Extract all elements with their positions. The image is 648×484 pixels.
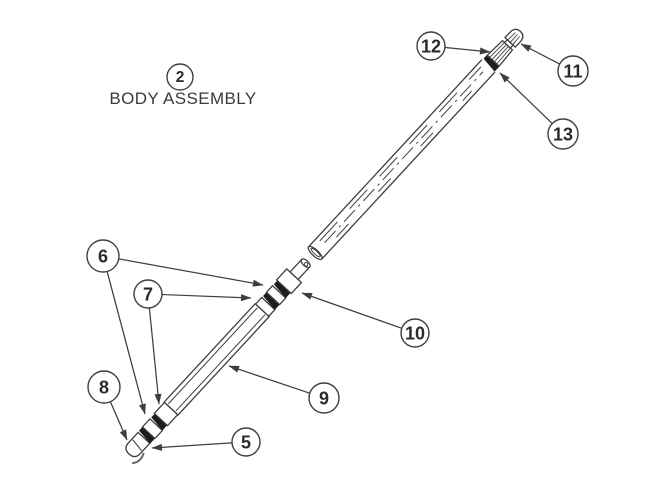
connector-stub-bore — [303, 261, 309, 267]
centerline — [324, 71, 484, 244]
leader-line-11 — [520, 43, 560, 65]
callout-12: 12 — [416, 31, 446, 61]
callout-circle-2 — [166, 63, 194, 91]
coupling-step — [254, 296, 276, 318]
callout-2: 2 — [166, 63, 194, 91]
callout-bubbles: 2 5 6 7 8 9 10 11 12 13 — [86, 31, 589, 457]
callout-circle-12 — [416, 31, 446, 61]
o-ring-lower-2 — [151, 412, 168, 431]
callout-number-6: 6 — [98, 247, 108, 267]
callout-circle-13 — [547, 118, 579, 150]
knurled-grip — [486, 39, 514, 68]
knurl-line — [507, 32, 516, 40]
shaft-assembly — [125, 28, 524, 465]
upper-body-tube-wall-line — [335, 90, 472, 238]
callout-13: 13 — [547, 118, 579, 150]
leader-line-9 — [228, 365, 310, 394]
knurl-line — [489, 42, 505, 58]
lower-body-tube-wall-line — [175, 314, 266, 412]
o-ring-mid-2 — [273, 279, 291, 298]
callout-11: 11 — [557, 55, 589, 87]
callout-circle-10 — [400, 318, 430, 348]
o-ring-lower-1 — [139, 425, 155, 444]
callout-9: 9 — [308, 382, 340, 414]
leader-line-6 — [106, 271, 146, 415]
leader-line-10 — [301, 292, 402, 329]
callout-number-10: 10 — [405, 324, 425, 344]
upper-body-tube-wall-line — [319, 66, 482, 242]
tip-cap-seam — [132, 439, 143, 452]
callout-5: 5 — [231, 427, 261, 457]
callout-number-5: 5 — [241, 433, 251, 453]
callout-number-13: 13 — [553, 125, 573, 145]
lower-body-tube — [163, 302, 271, 416]
upper-body-tube-open-end — [307, 245, 323, 261]
leader-line-8 — [109, 401, 128, 441]
callout-number-9: 9 — [319, 389, 329, 409]
tip-shadow-mark — [131, 452, 145, 465]
tip-cap — [125, 431, 151, 458]
leader-line-13 — [499, 72, 553, 124]
knurl-line — [496, 48, 511, 64]
upper-body-tube — [308, 59, 496, 260]
upper-body-tube-bore — [310, 247, 321, 258]
callout-number-11: 11 — [563, 62, 582, 82]
coupling-ring — [265, 284, 287, 306]
callout-8: 8 — [87, 370, 121, 404]
leader-line-6 — [119, 258, 264, 287]
callout-circle-8 — [87, 370, 121, 404]
callout-circle-5 — [231, 427, 261, 457]
callout-circle-6 — [86, 239, 120, 273]
knurl-line — [494, 46, 509, 62]
assembly-title: BODY ASSEMBLY — [109, 89, 256, 108]
lower-body-tube-wall-line — [167, 307, 258, 405]
callout-circle-11 — [557, 55, 589, 87]
leader-line-5 — [151, 442, 232, 451]
callout-number-8: 8 — [99, 378, 109, 398]
tip-collar — [141, 417, 164, 440]
knurl-line — [510, 34, 518, 43]
callout-7: 7 — [133, 279, 163, 309]
knurl-line — [512, 36, 520, 45]
callout-circle-7 — [133, 279, 163, 309]
leader-line-7 — [148, 308, 162, 405]
knurl-line — [492, 44, 507, 60]
callout-number-12: 12 — [421, 37, 441, 57]
callout-6: 6 — [86, 239, 120, 273]
leader-lines — [106, 43, 560, 451]
callout-number-2: 2 — [176, 69, 185, 86]
leader-line-7 — [162, 293, 252, 302]
leader-line-12 — [445, 46, 491, 55]
o-ring-upper — [483, 53, 500, 72]
callout-10: 10 — [400, 318, 430, 348]
callout-circle-9 — [308, 382, 340, 414]
callout-number-7: 7 — [143, 285, 153, 305]
shaft-rotated-group — [125, 28, 524, 465]
o-ring-mid-1 — [263, 290, 280, 310]
